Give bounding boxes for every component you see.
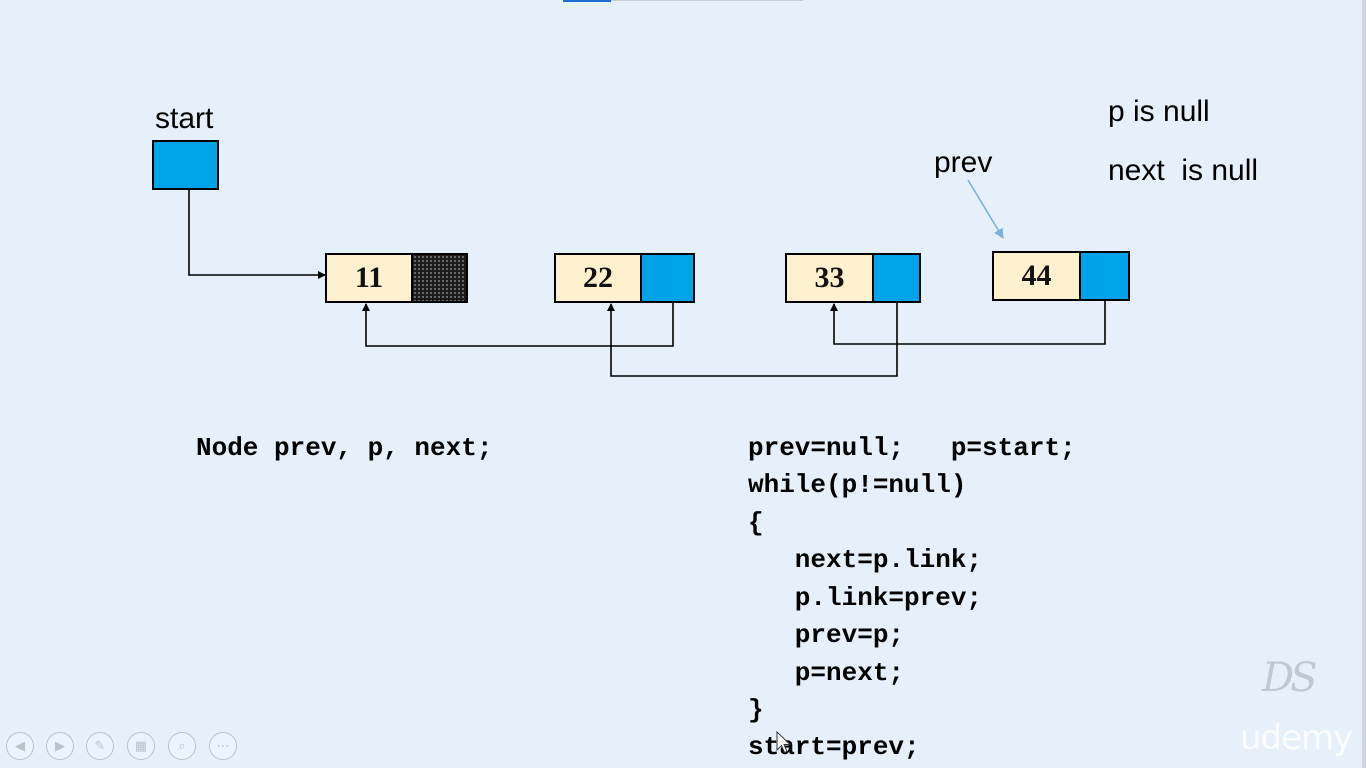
more-options-button[interactable]: ⋯ — [209, 732, 237, 760]
prev-pointer-arrow — [967, 179, 1004, 239]
code-line: p=next; — [748, 658, 905, 688]
status-next-null: next is null — [1108, 154, 1259, 187]
top-tab-indicator — [563, 0, 611, 2]
next-slide-button[interactable]: ▶ — [46, 732, 74, 760]
node-value-cell: 44 — [992, 251, 1081, 301]
top-tab-divider — [611, 0, 803, 1]
zoom-icon: ⌕ — [178, 738, 186, 754]
pen-icon: ✎ — [94, 738, 106, 754]
next-slide-icon: ▶ — [55, 738, 65, 754]
slide-border — [1362, 0, 1366, 768]
node-value-cell: 33 — [785, 253, 874, 303]
code-line: prev=null; p=start; — [748, 433, 1076, 463]
code-line: p.link=prev; — [748, 583, 983, 613]
ds-logo-watermark: DS — [1262, 655, 1318, 701]
link-cell — [872, 253, 921, 303]
code-line: { — [748, 508, 764, 538]
link-cell — [640, 253, 695, 303]
code-line: while(p!=null) — [748, 470, 967, 500]
link-cell — [1079, 251, 1130, 301]
start-pointer-arrow — [188, 178, 326, 279]
previous-slide-button[interactable]: ◀ — [6, 732, 34, 760]
more-options-icon: ⋯ — [216, 738, 230, 754]
slides-grid-icon: ▦ — [134, 738, 148, 754]
code-declaration: Node prev, p, next; — [196, 433, 493, 463]
code-line: start=prev; — [748, 732, 920, 762]
see-all-slides-button[interactable]: ▦ — [127, 732, 155, 760]
code-line: next=p.link; — [748, 545, 983, 575]
link-44-to-33-arrow — [830, 282, 1106, 345]
mouse-cursor-icon — [776, 731, 792, 754]
link-22-to-11-arrow — [362, 282, 674, 347]
previous-slide-icon: ◀ — [15, 738, 25, 754]
node-value-cell: 22 — [554, 253, 642, 303]
pen-tool-button[interactable]: ✎ — [86, 732, 114, 760]
udemy-watermark: udemy — [1240, 718, 1353, 758]
node-value-cell: 11 — [325, 253, 413, 303]
code-line: prev=p; — [748, 620, 905, 650]
status-p-null: p is null — [1108, 95, 1210, 128]
code-line: } — [748, 695, 764, 725]
prev-label: prev — [934, 146, 993, 179]
zoom-button[interactable]: ⌕ — [168, 732, 196, 760]
start-pointer-box — [152, 140, 219, 190]
null-link-cell — [411, 253, 468, 303]
start-label: start — [155, 102, 214, 135]
link-33-to-22-arrow — [607, 282, 898, 377]
